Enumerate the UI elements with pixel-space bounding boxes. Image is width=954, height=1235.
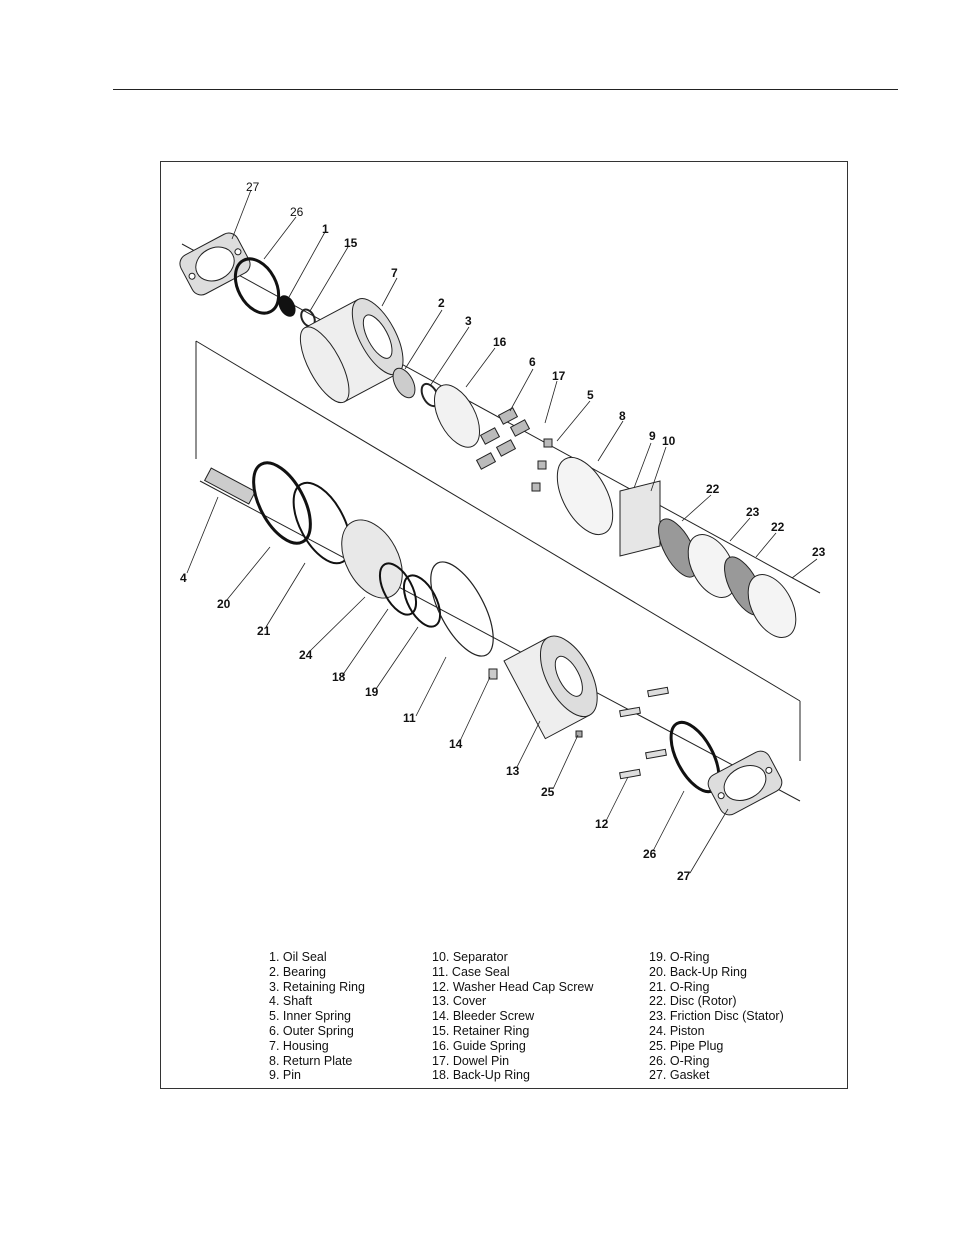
back-up-ring-18: [378, 562, 418, 616]
legend-item: 24. Piston: [649, 1023, 705, 1038]
callout-9: 9: [649, 429, 656, 443]
callout-16: 16: [493, 335, 507, 349]
legend-item: 13. Cover: [432, 994, 487, 1009]
callout-10: 10: [662, 434, 676, 448]
bearing: [392, 367, 416, 399]
callout-27-lower: 27: [677, 869, 691, 883]
return-plate: [556, 457, 614, 535]
exploded-view-diagram: 27 26 1 15 7 2 3 16 6 17 5 8 9 10 22 23 …: [160, 161, 848, 891]
callout-11: 11: [403, 711, 416, 725]
separator: [619, 480, 661, 557]
pipe-plug: [575, 730, 583, 738]
legend-item: 21. O-Ring: [649, 979, 710, 994]
callout-6: 6: [529, 355, 536, 369]
housing: [299, 298, 404, 404]
callout-22-b: 22: [771, 520, 785, 534]
figure-frame: [160, 161, 848, 1089]
legend-item: 9. Pin: [269, 1068, 301, 1083]
callout-23-a: 23: [746, 505, 760, 519]
callout-18: 18: [332, 670, 346, 684]
legend-item: 8. Return Plate: [269, 1053, 353, 1068]
callout-27-upper: 27: [246, 180, 260, 194]
callout-21: 21: [257, 624, 271, 638]
legend-item: 22. Disc (Rotor): [649, 994, 737, 1009]
callout-20: 20: [217, 597, 231, 611]
o-ring-19: [402, 574, 442, 628]
legend-item: 18. Back-Up Ring: [432, 1068, 530, 1083]
o-ring-21: [292, 481, 352, 565]
piston: [341, 519, 403, 599]
legend-item: 12. Washer Head Cap Screw: [432, 979, 594, 994]
legend-item: 23. Friction Disc (Stator): [649, 1009, 784, 1024]
legend-item: 20. Back-Up Ring: [649, 964, 747, 979]
legend-item: 6. Outer Spring: [269, 1023, 354, 1038]
oil-seal: [278, 295, 296, 317]
cover: [503, 635, 598, 740]
callout-22-a: 22: [706, 482, 720, 496]
back-up-ring-20: [252, 461, 312, 545]
legend-item: 3. Retaining Ring: [269, 979, 365, 994]
legend-column-3: 19. O-Ring 20. Back-Up Ring 21. O-Ring 2…: [649, 950, 784, 1083]
spring-cluster: [475, 407, 553, 492]
callout-1: 1: [322, 222, 329, 236]
legend-item: 17. Dowel Pin: [432, 1053, 510, 1068]
legend-item: 25. Pipe Plug: [649, 1038, 724, 1053]
shaft: [203, 467, 257, 505]
case-seal: [430, 561, 494, 657]
callout-13: 13: [506, 764, 520, 778]
legend-item: 27. Gasket: [649, 1068, 710, 1083]
legend-item: 7. Housing: [269, 1038, 329, 1053]
legend-item: 15. Retainer Ring: [432, 1023, 530, 1038]
callout-8: 8: [619, 409, 626, 423]
legend-item: 10. Separator: [432, 950, 508, 964]
callout-15: 15: [344, 236, 358, 250]
legend-item: 11. Case Seal: [432, 964, 510, 979]
callout-17: 17: [552, 369, 566, 383]
callout-3: 3: [465, 314, 472, 328]
legend-item: 14. Bleeder Screw: [432, 1009, 535, 1024]
callout-7: 7: [391, 266, 398, 280]
legend-column-2: 10. Separator 11. Case Seal 12. Washer H…: [432, 950, 593, 1083]
callout-25: 25: [541, 785, 555, 799]
callout-5: 5: [587, 388, 594, 402]
bleeder-screw: [488, 668, 498, 680]
guide-spring-plate: [433, 384, 481, 448]
legend-column-1: 1. Oil Seal 2. Bearing 3. Retaining Ring…: [269, 950, 365, 1083]
callout-14: 14: [449, 737, 463, 751]
friction-disc-b: [747, 574, 797, 638]
legend-item: 16. Guide Spring: [432, 1038, 526, 1053]
legend-item: 26. O-Ring: [649, 1053, 710, 1068]
o-ring-26-upper: [233, 257, 281, 315]
centerline-lower: [199, 480, 801, 802]
callout-26-upper: 26: [290, 205, 304, 219]
callout-2: 2: [438, 296, 445, 310]
gasket-upper: [179, 232, 251, 296]
callout-4: 4: [180, 571, 187, 585]
legend-item: 1. Oil Seal: [269, 950, 327, 964]
callout-12: 12: [595, 817, 609, 831]
cap-screws: [619, 686, 669, 780]
legend-item: 2. Bearing: [269, 964, 326, 979]
header-rule: [113, 89, 898, 90]
legend-item: 5. Inner Spring: [269, 1009, 351, 1024]
callout-23-b: 23: [812, 545, 826, 559]
callout-26-lower: 26: [643, 847, 657, 861]
legend-item: 4. Shaft: [269, 994, 313, 1009]
friction-disc-a: [687, 534, 737, 598]
gasket-lower: [707, 750, 783, 816]
callout-24: 24: [299, 648, 313, 662]
callout-19: 19: [365, 685, 379, 699]
legend-item: 19. O-Ring: [649, 950, 710, 964]
